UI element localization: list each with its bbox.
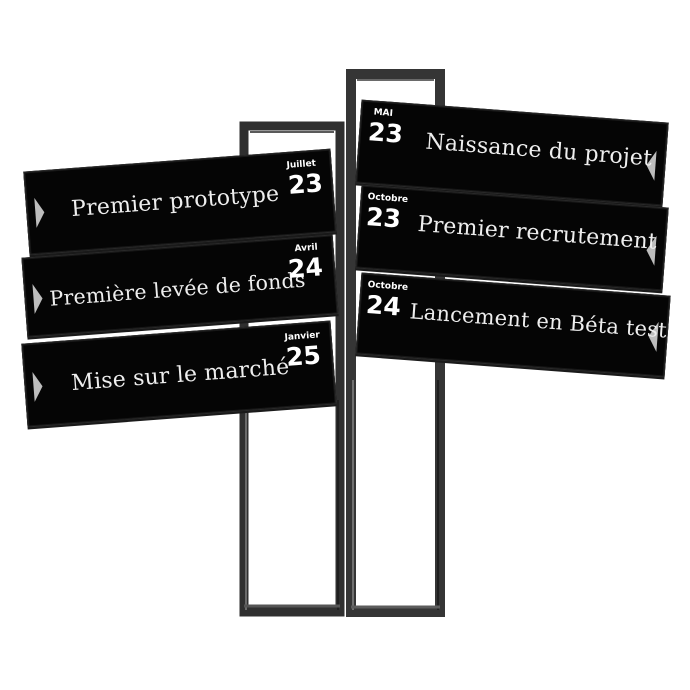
left-post-frame	[239, 121, 345, 617]
sign-year: 24	[286, 252, 324, 284]
sign-title: Naissance du projet	[424, 129, 654, 172]
right-post-frame	[346, 69, 445, 617]
sign-year: 23	[367, 117, 404, 149]
sign-title: Mise sur le marché	[70, 354, 291, 397]
sign-year: 23	[286, 168, 324, 200]
sign-title: Lancement en Béta test	[408, 299, 668, 343]
sign-title: Première levée de fonds	[48, 267, 307, 311]
sign-title: Premier recrutement	[416, 211, 658, 255]
triangle-right-icon	[32, 371, 44, 402]
sign-title: Premier prototype	[70, 181, 281, 223]
sign-year: 24	[365, 289, 402, 322]
sign-year: 25	[284, 340, 322, 372]
sign-year: 23	[365, 202, 402, 234]
triangle-right-icon	[34, 197, 46, 228]
triangle-right-icon	[32, 283, 44, 314]
